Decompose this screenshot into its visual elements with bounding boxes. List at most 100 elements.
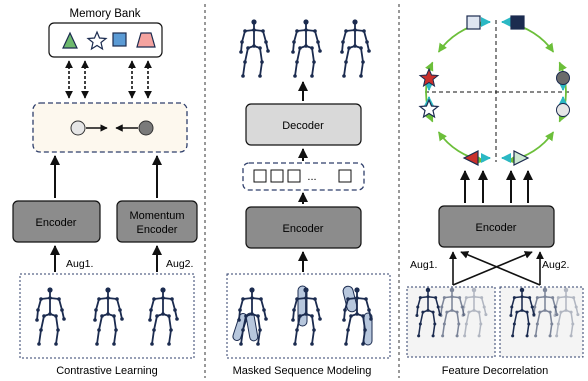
skeleton-bone [239,298,244,311]
decoder-label: Decoder [282,120,324,132]
momentum-encoder-label-1: Momentum [129,210,184,222]
skeleton-joint [359,74,363,78]
skeleton-joint [344,60,348,64]
skeleton-joint [312,328,316,332]
skeleton-bone [432,323,436,337]
skeleton-joint [534,334,538,338]
skeleton-bone [58,298,63,311]
skeleton-joint [310,342,314,346]
sample-star-red [418,67,440,88]
aug1-label: Aug1. [66,258,93,270]
skeleton-joint [551,296,555,300]
skeleton-joint [304,28,308,32]
triangle-icon [62,31,78,49]
skeleton-joint [361,342,365,346]
skeleton-joint [161,312,165,316]
sample-square-light [466,15,481,30]
skeleton-joint [548,334,552,338]
skeleton-joint [241,328,245,332]
skeleton-bone [555,323,560,337]
skeleton-joint [112,314,116,318]
skeleton-joint [365,40,369,44]
skeleton-joint [293,342,297,346]
skeleton-joint [450,308,454,312]
skeleton-joint [318,49,322,53]
skeleton-joint [295,328,299,332]
skeleton-joint [344,342,348,346]
key-feature-node [138,120,154,136]
skeleton-joint [250,296,254,300]
skeleton-joint [258,328,262,332]
skeleton-joint [440,305,444,309]
skeleton-joint [361,314,365,318]
skeleton-joint [152,328,156,332]
skeleton-joint [93,318,97,322]
skeleton-joint [260,60,264,64]
skeleton-joint [48,312,52,316]
skeleton-bone [570,311,574,325]
skeleton-joint [528,296,532,300]
skeleton-joint [106,296,110,300]
skeleton-joint [418,296,422,300]
skeleton-joint [262,308,266,312]
skeleton-joint [363,328,367,332]
skeleton-joint [515,310,519,314]
skeleton-joint [355,296,359,300]
memory-bank-arrows [65,60,152,99]
masked-panel: Decoder ... Encoder Masked Sequence Mode… [226,19,391,377]
skeleton-joint [426,308,430,312]
skeleton-bone [240,329,244,345]
token-square [338,169,352,183]
skeleton-bone [549,311,553,325]
skeleton-joint [477,310,481,314]
skeleton-bone [171,298,176,311]
skeleton-joint [509,313,513,318]
skeleton-bone [432,311,436,325]
skeleton-joint [313,29,317,33]
skeleton-joint [251,19,257,25]
skeleton-joint [512,322,516,326]
skeleton-bone [113,315,117,331]
skeleton-bone [463,323,468,337]
skeleton-bone [465,296,475,299]
skeleton-joint [161,296,165,300]
token-square [270,169,284,183]
skeleton-joint [266,49,270,53]
skeleton-joint [304,312,308,316]
skeleton-joint [347,46,351,50]
skeleton-joint [175,317,179,321]
skeleton-joint [457,322,461,326]
skeleton-joint [525,334,529,338]
skeleton-joint [563,287,569,293]
square-icon [112,32,127,47]
skeleton-bone [98,315,103,331]
skeleton-joint [295,60,299,64]
skeleton-joint [349,314,353,318]
skeleton-joint [520,308,524,312]
skeleton-joint [239,50,243,54]
skeleton-joint [316,308,320,312]
skeleton-bone [526,323,530,337]
skeleton-joint [298,314,302,318]
skeleton-joint [264,317,268,321]
skeleton-joint [340,50,344,54]
skeleton-joint [433,322,437,326]
skeleton-bone [113,329,117,345]
skeleton-joint [484,313,488,317]
encoder-output-arrows [460,170,533,203]
skeleton-bone [314,30,319,43]
token-ellipsis: ... [307,171,316,183]
skeleton-joint [256,342,260,346]
skeleton-figure [148,287,179,346]
skeleton-joint [571,322,575,326]
skeleton-figure [35,287,66,346]
skeleton-bone [257,329,261,345]
momentum-encoder-label-2: Encoder [137,224,178,236]
skeleton-joint [556,322,560,326]
skeleton-joint [97,328,101,332]
skeleton-joint [415,313,419,318]
skeleton-bone [565,309,572,313]
skeleton-joint [312,60,316,64]
skeleton-joint [105,287,111,293]
sample-circle-light [556,103,570,117]
